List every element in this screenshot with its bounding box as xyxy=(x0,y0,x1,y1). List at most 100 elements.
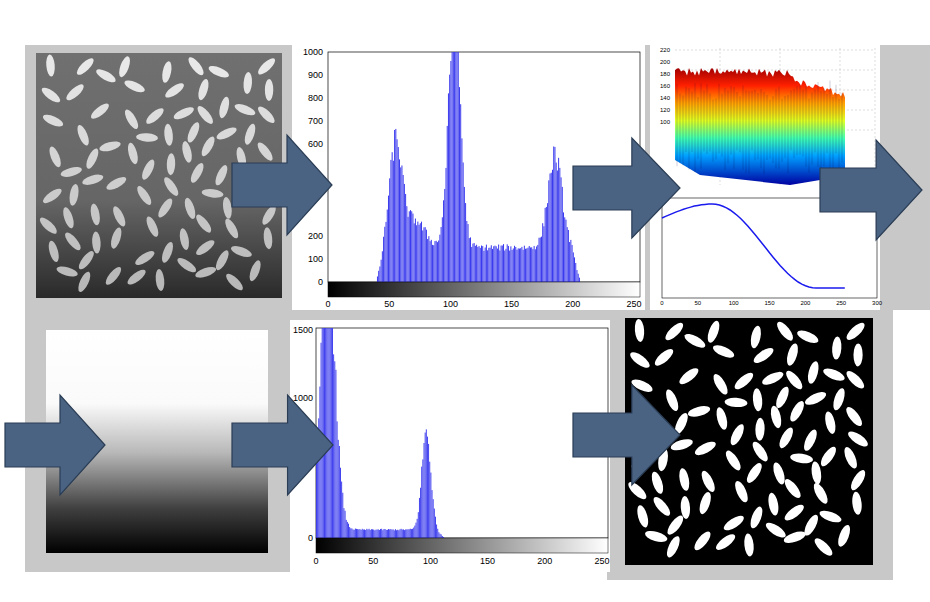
block-arrows xyxy=(5,135,922,495)
rice-grain xyxy=(123,78,147,94)
histogram-bar xyxy=(532,249,533,282)
surface-stripe xyxy=(803,89,804,156)
binary-grain xyxy=(823,410,837,434)
binary-grain xyxy=(774,319,796,343)
histogram-bar xyxy=(579,278,580,282)
tick-label: 900 xyxy=(308,70,323,80)
histogram-bar xyxy=(488,248,489,282)
rice-grain xyxy=(76,270,93,293)
histogram-bar xyxy=(379,266,380,282)
histogram-bar xyxy=(477,247,478,282)
binary-grain xyxy=(836,523,853,548)
rice-grain xyxy=(91,231,101,253)
histogram-bar xyxy=(536,246,537,282)
rice-grain xyxy=(126,142,140,165)
histogram-bar xyxy=(546,207,547,282)
rice-grain xyxy=(222,196,233,219)
rice-grain xyxy=(47,240,61,263)
surface-stripe xyxy=(833,97,834,170)
surface-stripe xyxy=(758,93,759,159)
histogram-bar xyxy=(497,249,498,282)
binary-grain xyxy=(664,534,682,559)
histogram-bar xyxy=(401,530,403,538)
rice-grain xyxy=(47,145,63,169)
histogram-bar xyxy=(378,271,379,282)
binary-grain xyxy=(777,426,796,451)
histogram-bar xyxy=(475,246,476,282)
surface-stripe xyxy=(704,90,705,151)
histogram-bar xyxy=(428,444,430,538)
rice-grain xyxy=(84,147,101,170)
surface-stripe xyxy=(725,88,726,170)
rice-grain xyxy=(196,78,210,101)
binary-grain xyxy=(769,405,783,429)
histogram-bar xyxy=(393,161,394,282)
histogram-bar xyxy=(529,246,530,282)
rice-grain xyxy=(207,64,231,80)
histogram-bar xyxy=(553,146,554,282)
binary-grain xyxy=(692,529,714,553)
histogram-bar xyxy=(324,328,326,538)
rice-grain xyxy=(256,104,278,125)
histogram-bar xyxy=(518,248,519,282)
histogram-bars xyxy=(377,52,580,282)
surface-stripe xyxy=(761,89,762,168)
histogram-bar xyxy=(433,245,434,282)
tick-label: 700 xyxy=(308,116,323,126)
histogram-bar xyxy=(446,168,447,282)
histogram-bar xyxy=(330,328,332,538)
binary-grain xyxy=(683,331,708,350)
binary-grain xyxy=(812,536,835,559)
tick-label: 300 xyxy=(872,300,882,307)
binary-grain xyxy=(680,496,691,520)
histogram-bar xyxy=(464,187,465,282)
histogram-bar xyxy=(370,529,372,538)
tick-label: 100 xyxy=(443,299,458,309)
histogram-bar xyxy=(542,223,543,282)
surface-stripe xyxy=(791,90,792,150)
binary-grain xyxy=(782,529,807,545)
colorbar xyxy=(316,538,608,553)
histogram-bar xyxy=(416,225,417,282)
histogram-bar xyxy=(406,206,407,282)
histogram-bar xyxy=(361,529,363,538)
histogram-bar xyxy=(503,244,504,282)
surface-stripe xyxy=(731,86,732,155)
histogram-bar xyxy=(420,223,421,282)
histogram-bar xyxy=(343,508,345,538)
histogram-bar xyxy=(357,529,359,538)
histogram-bar xyxy=(466,221,467,282)
histogram-bar xyxy=(338,446,340,538)
surface-stripe xyxy=(680,94,681,163)
histogram-bar xyxy=(381,529,383,538)
histogram-bar xyxy=(531,247,532,282)
surface-stripe xyxy=(755,90,756,161)
surface-stripe xyxy=(695,83,696,172)
surface-stripe xyxy=(773,96,774,163)
tick-label: 160 xyxy=(660,83,670,90)
histogram-bar xyxy=(511,250,513,282)
histogram-bar xyxy=(439,534,441,538)
histogram-bar xyxy=(440,534,442,538)
binary-grain xyxy=(752,388,763,412)
rice-grain xyxy=(194,212,214,234)
surface-stripe xyxy=(728,90,729,163)
histogram-bar xyxy=(369,530,371,538)
histogram-bar xyxy=(428,236,429,282)
histogram-bar xyxy=(498,245,499,282)
binary-grain xyxy=(678,467,691,491)
binary-grain xyxy=(795,328,820,346)
histogram-bar xyxy=(351,528,353,538)
histogram-bar xyxy=(407,529,409,538)
histogram-bar xyxy=(327,328,329,538)
binary-grain xyxy=(811,481,830,506)
histogram-bar xyxy=(395,129,396,282)
binary-grain xyxy=(755,418,765,441)
block-arrow xyxy=(232,395,333,495)
histogram-bar xyxy=(404,184,405,282)
histogram-bar xyxy=(329,328,331,538)
tick-label: 50 xyxy=(368,556,378,566)
surface-stripe xyxy=(713,99,714,161)
block-arrow xyxy=(232,135,332,235)
plot-frame xyxy=(662,198,877,298)
